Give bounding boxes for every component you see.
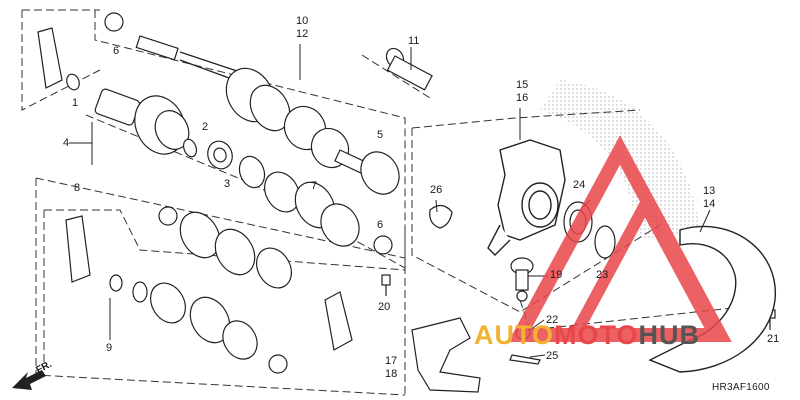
- callout-25: 25: [546, 350, 559, 362]
- callout-23: 23: [596, 269, 609, 281]
- watermark-logo: [508, 135, 732, 342]
- callout-19: 19: [550, 269, 563, 281]
- callout-15: 15: [516, 79, 529, 91]
- callout-12: 12: [296, 28, 309, 40]
- boot-bands: [150, 151, 400, 324]
- steering-knuckle: [487, 139, 566, 256]
- outer-joint-housing: [94, 88, 190, 155]
- mounting-bracket: [411, 317, 481, 393]
- callout-21: 21: [767, 333, 780, 345]
- axle-boots: [179, 181, 360, 360]
- callout-17: 17: [385, 355, 398, 367]
- upper-axle-shaft: [135, 35, 368, 175]
- watermark-part1: AUTO: [474, 320, 555, 350]
- callout-22: 22: [546, 314, 559, 326]
- callout-4: 4: [63, 137, 70, 149]
- leader-lines: [69, 44, 711, 358]
- callout-5: 5: [377, 129, 384, 141]
- callout-3: 3: [224, 178, 231, 190]
- callout-20: 20: [378, 301, 391, 313]
- watermark-part3: HUB: [638, 320, 701, 350]
- diagram-code: HR3AF1600: [712, 382, 770, 393]
- stub-shaft: [385, 47, 433, 91]
- callout-6b: 6: [377, 219, 384, 231]
- callout-24: 24: [573, 179, 586, 191]
- callout-26: 26: [430, 184, 443, 196]
- grease-packs: [37, 27, 353, 351]
- callout-11: 11: [408, 35, 420, 47]
- callout-2: 2: [202, 121, 209, 133]
- callout-18: 18: [385, 368, 398, 380]
- callout-1: 1: [72, 97, 79, 109]
- clamps: [104, 12, 393, 374]
- callout-14: 14: [703, 198, 716, 210]
- disc-guard: [648, 225, 776, 373]
- front-arrow: [12, 370, 46, 390]
- watermark-part2: MOTO: [554, 320, 639, 350]
- callout-6a: 6: [113, 45, 120, 57]
- callout-9: 9: [106, 342, 113, 354]
- small-parts: [66, 73, 266, 303]
- callout-16: 16: [516, 92, 529, 104]
- watermark-text: AUTOMOTOHUB: [474, 320, 700, 351]
- callout-8: 8: [74, 182, 81, 194]
- callout-13: 13: [703, 185, 716, 197]
- callout-10: 10: [296, 15, 309, 27]
- callout-7: 7: [311, 180, 318, 192]
